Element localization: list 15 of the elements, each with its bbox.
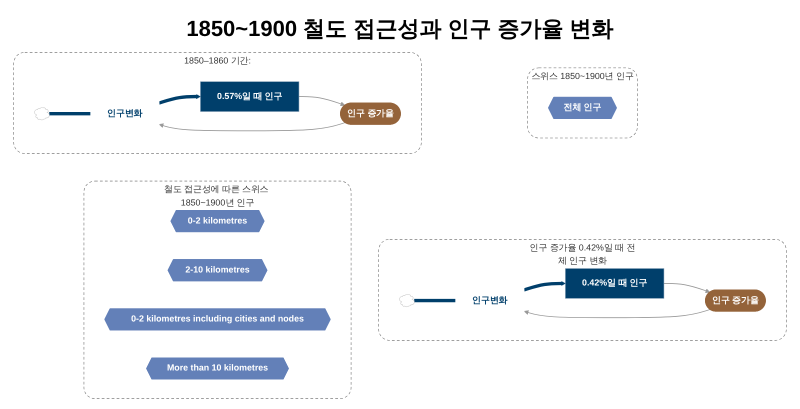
node-text: 인구변화 — [472, 296, 508, 305]
diagram-title: 1850~1900 철도 접근성과 인구 증가율 변화 — [185, 15, 615, 43]
arrow — [663, 283, 710, 294]
connector — [414, 298, 456, 302]
arrow — [298, 96, 346, 106]
node-box: 0.42%일 때 인구 — [565, 268, 664, 299]
node-text: 인구변화 — [107, 108, 143, 118]
connector — [49, 112, 91, 116]
arrow — [524, 281, 566, 292]
node-box: 0.57%일 때 인구 — [200, 81, 300, 112]
arrow — [524, 309, 710, 318]
arrow — [158, 122, 346, 132]
node-cloud — [399, 294, 415, 308]
arrow — [158, 94, 201, 105]
node-cloud — [34, 107, 50, 120]
